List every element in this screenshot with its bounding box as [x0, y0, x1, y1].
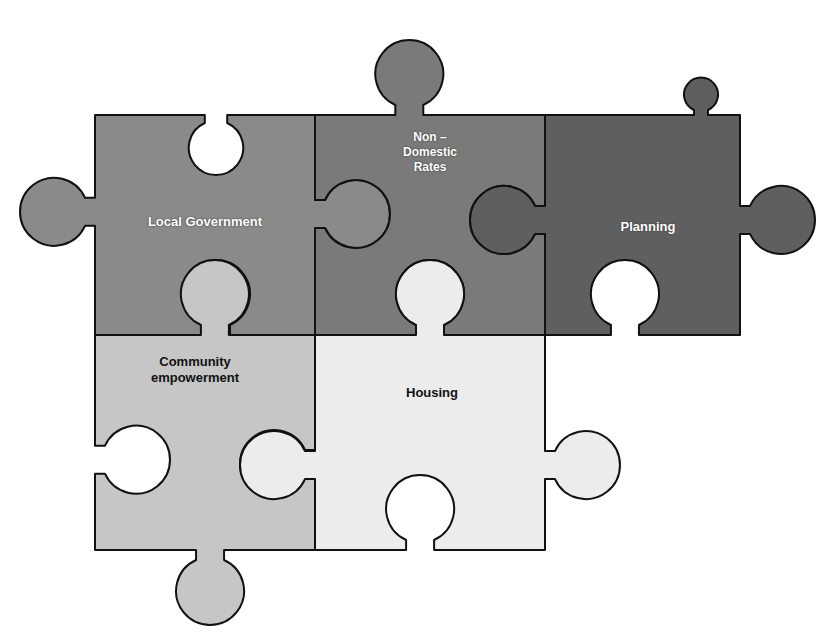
piece-shape: [240, 260, 620, 550]
piece-label: Local Government: [125, 214, 285, 230]
piece-outline: [235, 255, 625, 630]
piece-label: Planning: [588, 219, 708, 235]
piece-label: Housing: [372, 385, 492, 401]
piece-label: Community empowerment: [143, 354, 247, 387]
piece-shape: [470, 78, 815, 335]
puzzle-piece: Housing: [235, 255, 625, 630]
piece-label: Non – Domestic Rates: [394, 130, 466, 175]
